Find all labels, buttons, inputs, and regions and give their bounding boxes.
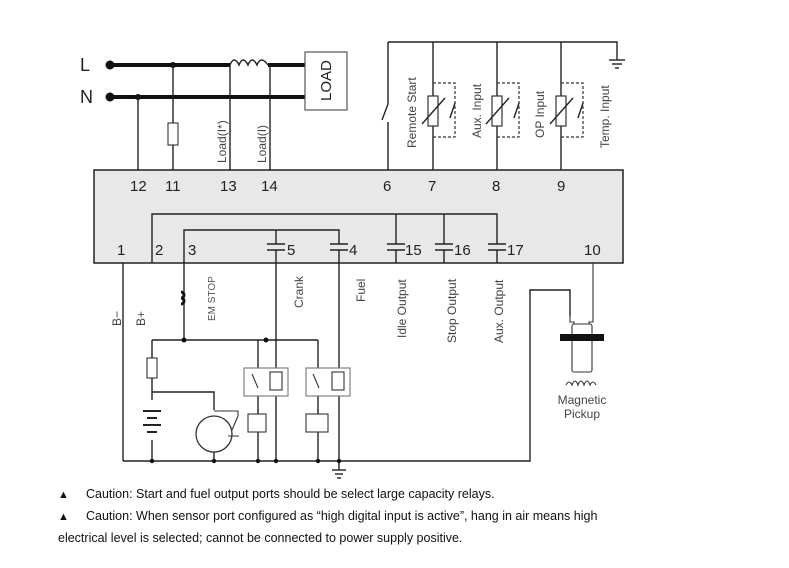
stop-output-label: Stop Output: [445, 278, 459, 343]
relay-switch: [312, 373, 320, 389]
terminal-11: 11: [165, 178, 181, 195]
caution-notes: ▲ Caution: Start and fuel output ports sh…: [58, 483, 758, 549]
wiring-diagram: L N LOAD Load(I*) Load(I) Remote Start A…: [80, 41, 625, 479]
idle-output-label: Idle Output: [395, 279, 409, 338]
live-label: L: [80, 55, 90, 75]
caution-text-2: Caution: When sensor port configured as …: [86, 509, 598, 523]
internal-em-stop-bus: [183, 229, 340, 263]
b-minus-label: B−: [110, 311, 124, 326]
terminal-3: 3: [188, 242, 196, 259]
sensor-9: [549, 42, 584, 170]
op-input-label: OP Input: [533, 90, 547, 138]
relay-coil: [269, 371, 283, 391]
terminal-1: 1: [117, 242, 125, 259]
terminal-10: 10: [584, 242, 601, 259]
battery-icon: [142, 400, 162, 440]
switch-icon: [381, 103, 389, 121]
caution-note-1: ▲ Caution: Start and fuel output ports sh…: [58, 483, 758, 505]
caution-text-2-cont: electrical level is selected; cannot be …: [58, 531, 463, 545]
terminal-12: 12: [130, 178, 147, 195]
crank-label: Crank: [292, 275, 306, 308]
starter-solenoid-icon: [247, 413, 267, 433]
magnetic-pickup-label: Magnetic: [558, 393, 607, 407]
starter-solenoid-wire: [214, 410, 239, 437]
relay-switch: [251, 373, 259, 389]
warning-icon: ▲: [58, 511, 69, 523]
terminal-16: 16: [454, 242, 471, 259]
remote-start-label: Remote Start: [405, 77, 419, 148]
ground-icon: [332, 469, 346, 479]
fuse-icon: [146, 357, 158, 379]
fuel-label: Fuel: [354, 279, 368, 302]
junction-dot: [181, 337, 187, 343]
solenoid-switch-icon: [231, 415, 239, 431]
b-plus-label: B+: [134, 311, 148, 326]
caution-text-1: Caution: Start and fuel output ports sho…: [86, 487, 495, 501]
terminal-8: 8: [492, 178, 500, 195]
caution-note-2-continued: electrical level is selected; cannot be …: [58, 527, 758, 549]
terminal-4: 4: [349, 242, 357, 259]
junction-dots: [149, 458, 342, 464]
terminal-7: 7: [428, 178, 436, 195]
terminal-13: 13: [220, 178, 237, 195]
starter-wire: [152, 391, 215, 410]
fuse-icon: [167, 122, 179, 146]
aux-input-label: Aux. Input: [470, 83, 484, 138]
caution-note-2: ▲ Caution: When sensor port configured as…: [58, 505, 758, 527]
magnetic-pickup-icon: [560, 316, 604, 387]
input-common-bus: [388, 41, 618, 60]
em-stop-button-icon: [180, 290, 186, 306]
current-transformer-coil-icon: [229, 59, 269, 67]
terminal-2: 2: [155, 242, 163, 259]
sensor-7: [421, 42, 456, 170]
sensor-8: [485, 42, 520, 170]
fuel-solenoid-icon: [305, 413, 329, 433]
terminal-15: 15: [405, 242, 422, 259]
warning-icon: ▲: [58, 489, 69, 501]
junction-dot: [263, 337, 269, 343]
terminal-17: 17: [507, 242, 524, 259]
neutral-label: N: [80, 87, 93, 107]
load-i-label: Load(I): [255, 125, 269, 163]
load-i-star-label: Load(I*): [215, 120, 229, 163]
load-box-label: LOAD: [318, 60, 335, 101]
terminal-9: 9: [557, 178, 565, 195]
terminal-6: 6: [383, 178, 391, 195]
temp-input-label: Temp. Input: [598, 85, 612, 148]
ground-return-wire: [123, 289, 571, 462]
internal-bplus-bus: [151, 213, 498, 263]
controller-module: [93, 169, 624, 264]
terminal-14: 14: [261, 178, 278, 195]
terminal-5: 5: [287, 242, 295, 259]
pickup-label: Pickup: [564, 407, 600, 421]
relay-coil: [331, 371, 345, 391]
ground-icon: [609, 59, 625, 69]
starter-motor-icon: [195, 415, 233, 453]
em-stop-label: EM STOP: [207, 276, 218, 321]
load-box: [304, 51, 348, 111]
aux-output-label: Aux. Output: [492, 279, 506, 343]
